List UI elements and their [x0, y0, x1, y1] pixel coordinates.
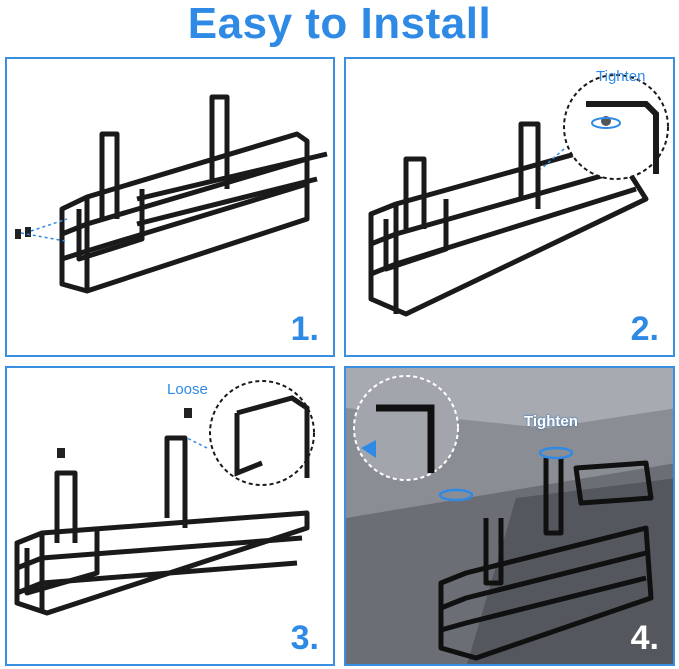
screw-icon [184, 408, 192, 418]
rotate-arrow-icon [591, 117, 621, 129]
step-3-panel: Loose 3. [5, 366, 335, 666]
arrow-right-icon [361, 440, 376, 458]
step-number: 2. [630, 310, 659, 348]
rack-on-sink-photo [346, 368, 673, 664]
screw-icon [57, 448, 65, 458]
step-number: 4. [630, 619, 659, 657]
screw-icon [15, 218, 68, 242]
zoom-circle [209, 380, 315, 486]
loose-label: Loose [167, 381, 208, 398]
tighten-label: Tighten [596, 68, 646, 85]
step-number: 3. [290, 619, 319, 657]
step-4-panel: Tighten 4. [344, 366, 675, 666]
rotate-arrow-icon [538, 446, 574, 460]
tighten-label: Tighten [524, 413, 578, 430]
rack-loosen-illustration [14, 380, 315, 616]
step-number: 1. [290, 310, 319, 348]
zoom-circle [353, 375, 459, 481]
step-2-panel: Tighten 2. [344, 57, 675, 357]
rack-with-screws-illustration [15, 94, 328, 294]
step-1-panel: 1. [5, 57, 335, 357]
rack-tighten-illustration [368, 74, 669, 317]
rotate-arrow-icon [438, 488, 474, 502]
page-title: Easy to Install [187, 0, 492, 48]
